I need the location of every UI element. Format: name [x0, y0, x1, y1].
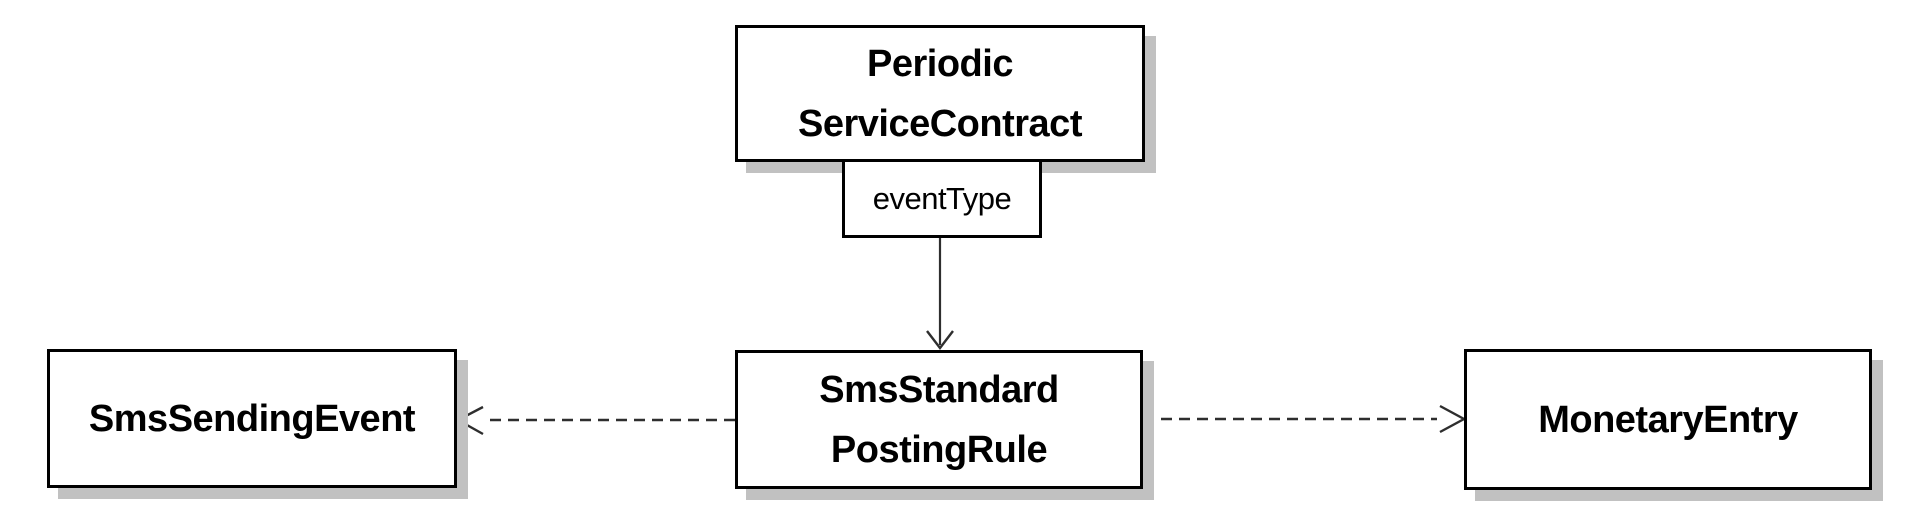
edge-to-sms-sending-event — [455, 405, 735, 436]
node-title-line: Periodic — [867, 42, 1013, 85]
node-periodic-service-contract: Periodic ServiceContract — [735, 25, 1145, 162]
node-monetary-entry: MonetaryEntry — [1464, 349, 1872, 490]
node-title-line: SmsStandard — [819, 368, 1059, 411]
node-title-line: MonetaryEntry — [1538, 398, 1798, 441]
node-sms-standard-posting-rule: SmsStandard PostingRule — [735, 350, 1143, 489]
node-title-line: PostingRule — [830, 428, 1048, 471]
edge-label-text: eventType — [872, 180, 1012, 216]
node-title-line: ServiceContract — [798, 102, 1082, 145]
edge-to-monetary-entry — [1143, 404, 1467, 434]
node-title-line: SmsSendingEvent — [88, 397, 416, 440]
node-sms-sending-event: SmsSendingEvent — [47, 349, 457, 488]
edge-event-type-arrow — [926, 238, 954, 350]
edge-label-event-type: eventType — [842, 159, 1042, 238]
